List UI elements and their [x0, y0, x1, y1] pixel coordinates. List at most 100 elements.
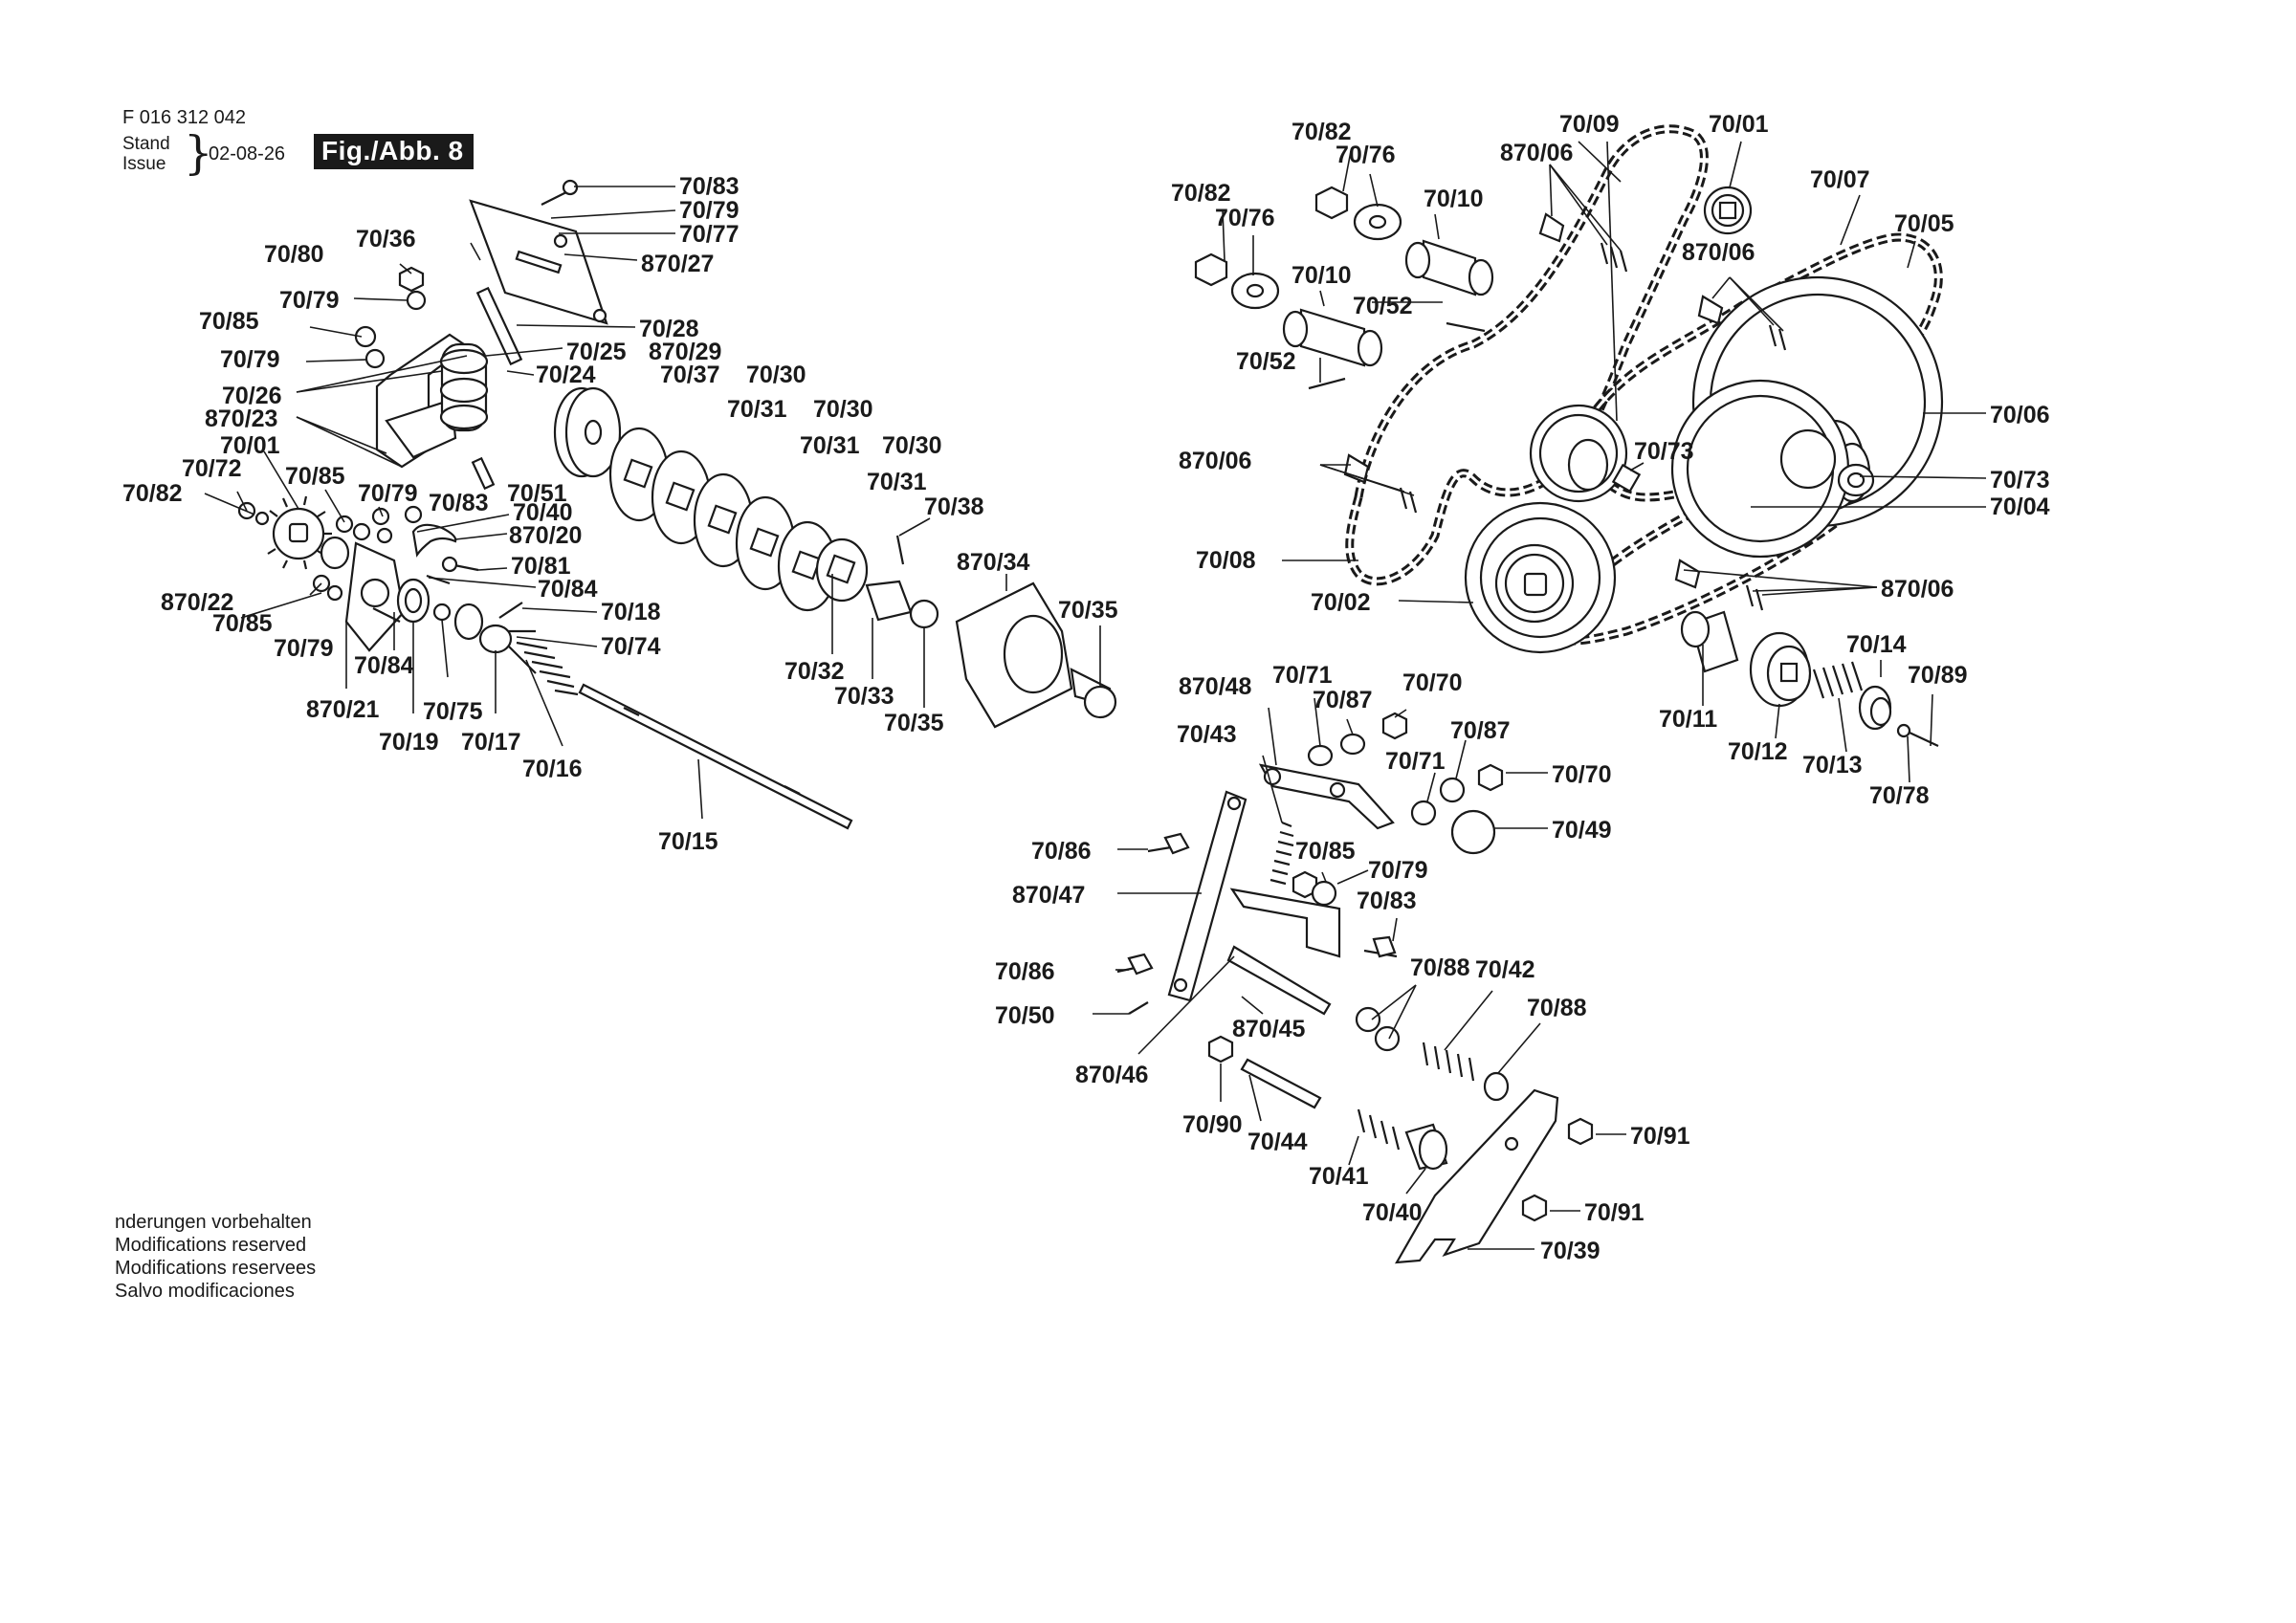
callout-label: 70/08	[1196, 547, 1256, 574]
callout-label: 70/04	[1990, 493, 2050, 520]
callout-label: 70/17	[461, 729, 521, 756]
callout-label: 870/22	[161, 589, 233, 616]
callout-label: 70/70	[1402, 669, 1463, 696]
callout-label: 70/88	[1410, 954, 1470, 981]
callout-label: 70/35	[1058, 597, 1118, 624]
callout-label: 70/30	[746, 362, 806, 388]
callout-label: 70/79	[279, 287, 340, 314]
callout-label: 70/01	[220, 432, 280, 459]
callout-label: 870/20	[509, 522, 582, 549]
brace-icon: }	[184, 126, 213, 180]
note-line: nderungen vorbehalten	[115, 1212, 312, 1233]
callout-label: 70/41	[1309, 1163, 1369, 1190]
callout-label: 70/72	[182, 455, 242, 482]
callout-label: 70/85	[1295, 838, 1356, 865]
callout-label: 70/90	[1182, 1111, 1243, 1138]
callout-label: 870/46	[1075, 1062, 1148, 1088]
document-number: F 016 312 042	[122, 107, 246, 128]
callout-label: 70/76	[1336, 142, 1396, 168]
callout-label: 870/48	[1179, 673, 1252, 700]
callout-label: 70/83	[1357, 888, 1417, 914]
modification-notes: nderungen vorbehalten Modifications rese…	[115, 1211, 316, 1303]
callout-label: 70/74	[601, 633, 661, 660]
callout-label: 70/30	[882, 432, 942, 459]
callout-label: 70/71	[1272, 662, 1333, 689]
callout-label: 70/35	[884, 710, 944, 736]
note-line: Salvo modificaciones	[115, 1281, 295, 1302]
callout-label: 70/77	[679, 221, 740, 248]
callout-label: 70/19	[379, 729, 439, 756]
callout-label: 870/29	[649, 339, 721, 365]
callout-label: 70/80	[264, 241, 324, 268]
callout-label: 870/47	[1012, 882, 1085, 909]
leader-lines	[204, 141, 1987, 1250]
callout-label: 870/27	[641, 251, 714, 277]
figure-badge: Fig./Abb. 8	[314, 134, 474, 169]
callout-label: 70/85	[285, 463, 345, 490]
callout-label: 870/06	[1881, 576, 1954, 603]
callout-label: 70/76	[1215, 205, 1275, 231]
callout-label: 70/49	[1552, 817, 1612, 844]
callout-label: 70/39	[1540, 1238, 1601, 1264]
callout-label: 70/30	[813, 396, 873, 423]
callout-label: 70/78	[1869, 782, 1930, 809]
callout-label: 70/79	[1368, 857, 1428, 884]
callout-label: 70/11	[1659, 706, 1717, 733]
callout-label: 70/86	[1031, 838, 1092, 865]
callout-label: 70/16	[522, 756, 583, 782]
callout-label: 70/91	[1584, 1199, 1645, 1226]
callout-label: 70/40	[1362, 1199, 1423, 1226]
callout-label: 70/10	[1424, 186, 1484, 212]
callout-label: 70/31	[800, 432, 860, 459]
note-line: Modifications reserved	[115, 1235, 307, 1256]
callout-label: 70/05	[1894, 210, 1954, 237]
callout-labels: 70/83 70/79 70/77 870/27 70/36 70/80 70/…	[122, 111, 2050, 1264]
callout-label: 70/32	[784, 658, 845, 685]
callout-label: 70/01	[1709, 111, 1769, 138]
issue-date: 02-08-26	[209, 143, 286, 164]
callout-label: 70/87	[1450, 717, 1511, 744]
callout-label: 70/02	[1311, 589, 1371, 616]
callout-label: 870/06	[1500, 140, 1573, 166]
callout-label: 70/31	[867, 469, 927, 495]
callout-label: 70/86	[995, 958, 1055, 985]
callout-label: 70/84	[538, 576, 598, 603]
callout-label: 70/50	[995, 1002, 1055, 1029]
callout-label: 870/34	[957, 549, 1030, 576]
callout-label: 70/83	[429, 490, 489, 516]
issue-label: Issue	[122, 154, 166, 174]
callout-label: 70/44	[1247, 1129, 1308, 1155]
callout-label: 870/06	[1682, 239, 1755, 266]
callout-label: 70/82	[122, 480, 183, 507]
callout-label: 70/82	[1292, 119, 1352, 145]
chain-drive-assembly	[1194, 124, 1944, 747]
callout-label: 870/21	[306, 696, 380, 723]
callout-label: 70/33	[834, 683, 894, 710]
callout-label: 70/25	[566, 339, 627, 365]
callout-label: 70/85	[199, 308, 259, 335]
callout-label: 70/71	[1385, 748, 1446, 775]
callout-label: 70/15	[658, 828, 718, 855]
callout-label: 70/82	[1171, 180, 1231, 207]
callout-label: 70/42	[1475, 956, 1535, 983]
callout-label: 70/06	[1990, 402, 2050, 428]
callout-label: 70/40	[513, 499, 573, 526]
callout-label: 70/52	[1236, 348, 1296, 375]
callout-label: 70/28	[639, 316, 699, 342]
stand-label: Stand	[122, 134, 170, 154]
callout-label: 70/12	[1728, 738, 1788, 765]
callout-label: 70/73	[1634, 438, 1694, 465]
callout-label: 70/10	[1292, 262, 1352, 289]
callout-label: 70/43	[1177, 721, 1237, 748]
callout-label: 70/79	[679, 197, 740, 224]
callout-label: 70/79	[358, 480, 418, 507]
callout-label: 870/45	[1232, 1016, 1306, 1042]
callout-label: 70/87	[1313, 687, 1373, 713]
callout-label: 70/13	[1802, 752, 1863, 779]
callout-label: 70/37	[660, 362, 720, 388]
callout-label: 70/26	[222, 383, 282, 409]
callout-label: 870/23	[205, 406, 277, 432]
callout-label: 70/73	[1990, 467, 2050, 493]
callout-label: 70/85	[212, 610, 273, 637]
